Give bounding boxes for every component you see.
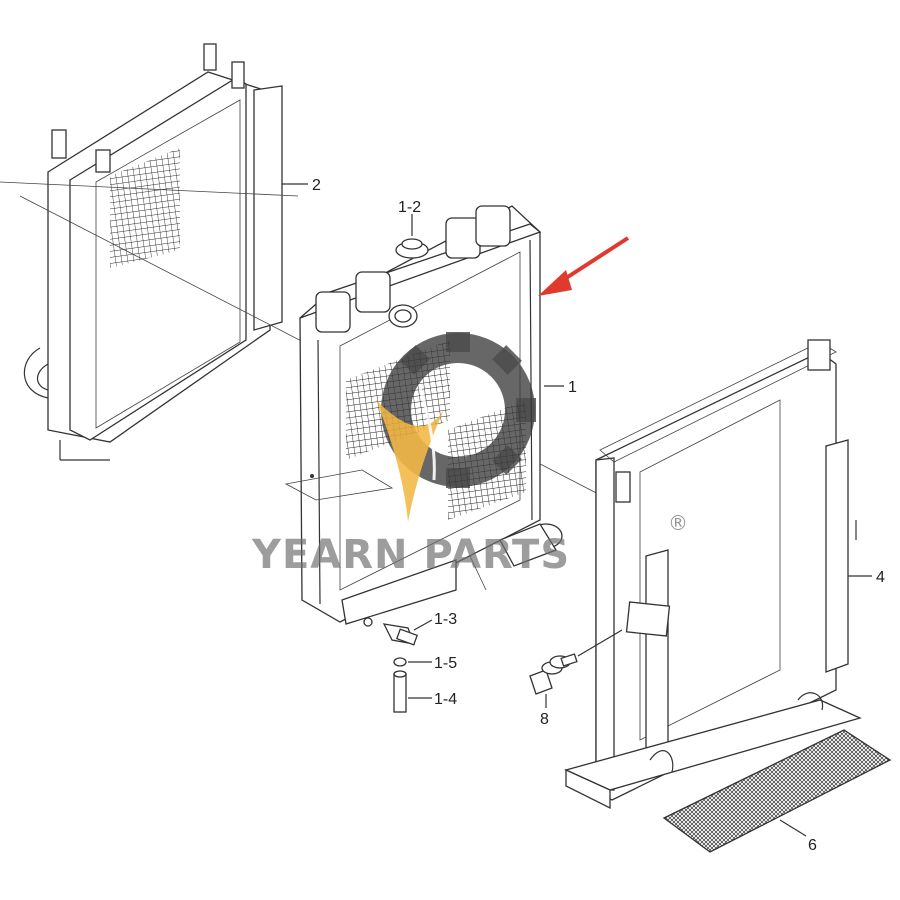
label-part-2: 2: [312, 177, 321, 194]
leaf-icon: [376, 387, 444, 522]
label-part-1-2: 1-2: [398, 199, 421, 216]
foam-pad-part-6: [662, 729, 892, 853]
label-part-1: 1: [568, 379, 577, 396]
gear-icon: [381, 332, 536, 488]
label-part-4: 4: [876, 569, 885, 586]
yearn-parts-logo: YEARN PARTS ®: [251, 332, 688, 578]
bolt-set-part-8: [529, 629, 623, 708]
label-part-1-4: 1-4: [434, 691, 457, 708]
label-part-8: 8: [540, 711, 549, 728]
screen-frame-part-2: [23, 43, 283, 461]
shroud-frame-part-4: [564, 339, 862, 810]
label-part-1-3: 1-3: [434, 611, 457, 628]
registered-mark: ®: [668, 511, 688, 535]
label-part-1-5: 1-5: [434, 655, 457, 672]
radiator-cap-part-1-2: [395, 222, 429, 259]
drain-cock-part-1-3: [363, 617, 433, 646]
label-part-6: 6: [808, 837, 817, 854]
red-arrow-indicator: [538, 236, 630, 296]
watermark-text: YEARN PARTS: [251, 532, 570, 578]
ring-part-1-5: [393, 657, 432, 667]
pipe-part-1-4: [393, 670, 432, 713]
